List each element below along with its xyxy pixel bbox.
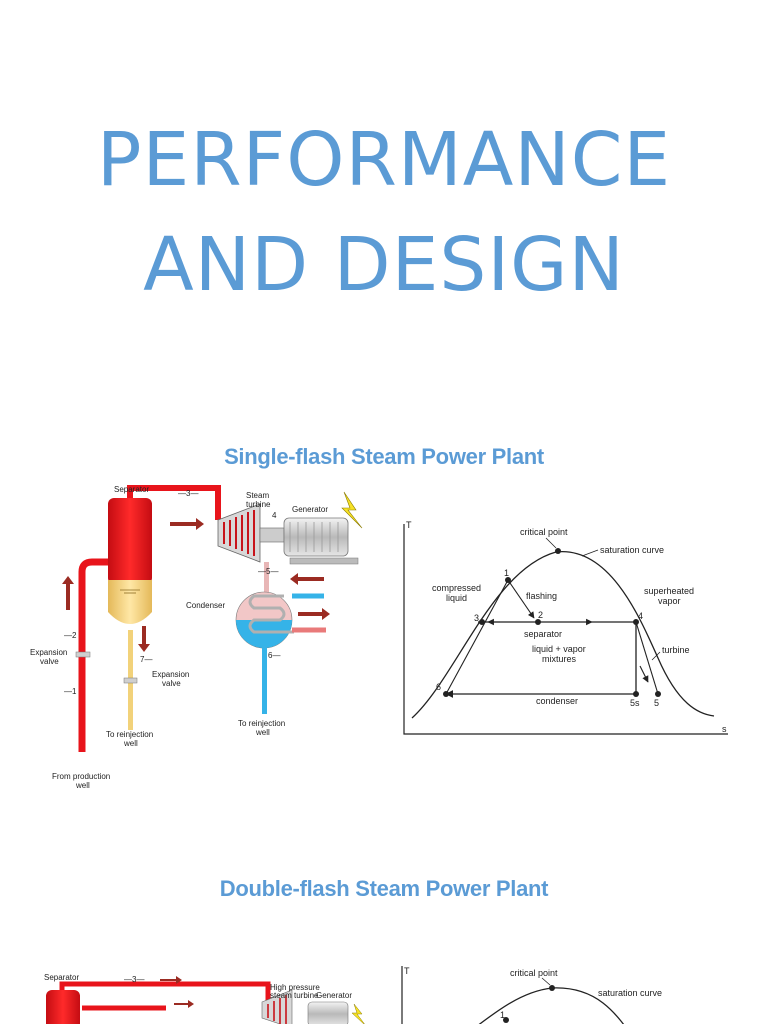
- steam-turbine-label-1: Steam: [246, 491, 269, 500]
- state-5-label: —5—: [258, 567, 278, 576]
- t-axis: [403, 524, 728, 735]
- point-1-label: 1: [504, 568, 509, 578]
- superheated-label-2: vapor: [658, 596, 681, 606]
- arrow-icon: [298, 608, 330, 620]
- steam-turbine: [217, 503, 261, 563]
- point-3-label: 3: [474, 613, 479, 623]
- lightning-bolt-icon: [341, 491, 363, 529]
- reinjection-right-label-1: To reinjection: [238, 719, 285, 728]
- expansion-valve-right-label-1: Expansion: [152, 670, 189, 679]
- state-6-label: 6—: [268, 651, 280, 660]
- production-well-label-1: From production: [52, 772, 110, 781]
- point-4-label: 4: [638, 611, 643, 621]
- section-heading-double-flash: Double-flash Steam Power Plant: [219, 876, 549, 901]
- state-2-label: —2: [64, 631, 77, 640]
- expansion-valve-left-label-1: Expansion: [30, 648, 67, 657]
- saturation-curve-label-2: saturation curve: [598, 988, 662, 998]
- state-1-label: —1: [64, 687, 77, 696]
- single-flash-plant-diagram: Separator —3— Steam turbine 4 Generator …: [30, 485, 363, 790]
- compressed-liquid-label-2: liquid: [446, 593, 467, 603]
- page-title-line-2: AND DESIGN: [143, 222, 625, 308]
- separator-label-2: Separator: [44, 973, 79, 982]
- double-flash-plant-diagram: Separator —3— High pressure steam turbin…: [44, 973, 365, 1024]
- t-axis-label: T: [406, 520, 412, 530]
- turbine-process-label: turbine: [662, 645, 690, 655]
- s-axis-label: s: [722, 724, 727, 734]
- superheated-label-1: superheated: [644, 586, 694, 596]
- state-7-label: 7—: [140, 655, 152, 664]
- condenser-vessel: [235, 591, 326, 649]
- generator-label: Generator: [292, 505, 328, 514]
- saturation-curve-label: saturation curve: [600, 545, 664, 555]
- lightning-bolt-icon: [351, 1003, 365, 1024]
- t-axis-label-2: T: [404, 966, 410, 976]
- production-well-pipe: [78, 558, 110, 752]
- production-well-label-2: well: [75, 781, 90, 790]
- expansion-valve-right-label-2: valve: [162, 679, 181, 688]
- state-4-label: 4: [272, 511, 277, 520]
- point-5s-label: 5s: [630, 698, 640, 708]
- generator-label-2: Generator: [316, 991, 352, 1000]
- hp-turbine-label-2: steam turbine: [270, 991, 319, 1000]
- arrow-icon: [290, 573, 324, 585]
- critical-point-label-2: critical point: [510, 968, 558, 978]
- section-heading-single-flash: Single-flash Steam Power Plant: [224, 444, 544, 469]
- reinjection-left-label-2: well: [123, 739, 138, 748]
- separator-process-label: separator: [524, 629, 562, 639]
- reinjection-right-label-2: well: [255, 728, 270, 737]
- mixture-label-1: liquid + vapor: [532, 644, 586, 654]
- point-5-label: 5: [654, 698, 659, 708]
- hp-turbine-label-1: High pressure: [270, 983, 320, 992]
- reinjection-left-label-1: To reinjection: [106, 730, 153, 739]
- point-2-label: 2: [538, 610, 543, 620]
- mixture-label-2: mixtures: [542, 654, 577, 664]
- steam-pipe: [127, 485, 221, 520]
- page-title-line-1: PERFORMANCE: [96, 117, 672, 203]
- point-6-label: 6: [436, 682, 441, 692]
- expansion-valve-left-label-2: valve: [40, 657, 59, 666]
- generator: [259, 517, 359, 565]
- arrow-icon: [62, 576, 74, 610]
- condenser-process-label: condenser: [536, 696, 578, 706]
- reinjection-pipe: [262, 648, 267, 714]
- condenser-label: Condenser: [186, 601, 225, 610]
- single-flash-ts-diagram: T s critical point saturation curve comp…: [403, 520, 728, 735]
- arrow-icon: [138, 626, 150, 652]
- saturation-dome: [411, 551, 715, 719]
- steam-turbine-label-2: turbine: [246, 500, 271, 509]
- double-flash-ts-diagram: T critical point saturation curve 1: [401, 966, 662, 1024]
- point-1-label-2: 1: [500, 1010, 505, 1020]
- critical-point-label: critical point: [520, 527, 568, 537]
- flashing-label: flashing: [526, 591, 557, 601]
- compressed-liquid-label-1: compressed: [432, 583, 481, 593]
- separator-label: Separator: [114, 485, 149, 494]
- state-3-label: —3—: [178, 489, 198, 498]
- arrow-icon: [170, 518, 204, 530]
- state-3-label-2: —3—: [124, 975, 144, 984]
- separator-vessel: [108, 498, 152, 624]
